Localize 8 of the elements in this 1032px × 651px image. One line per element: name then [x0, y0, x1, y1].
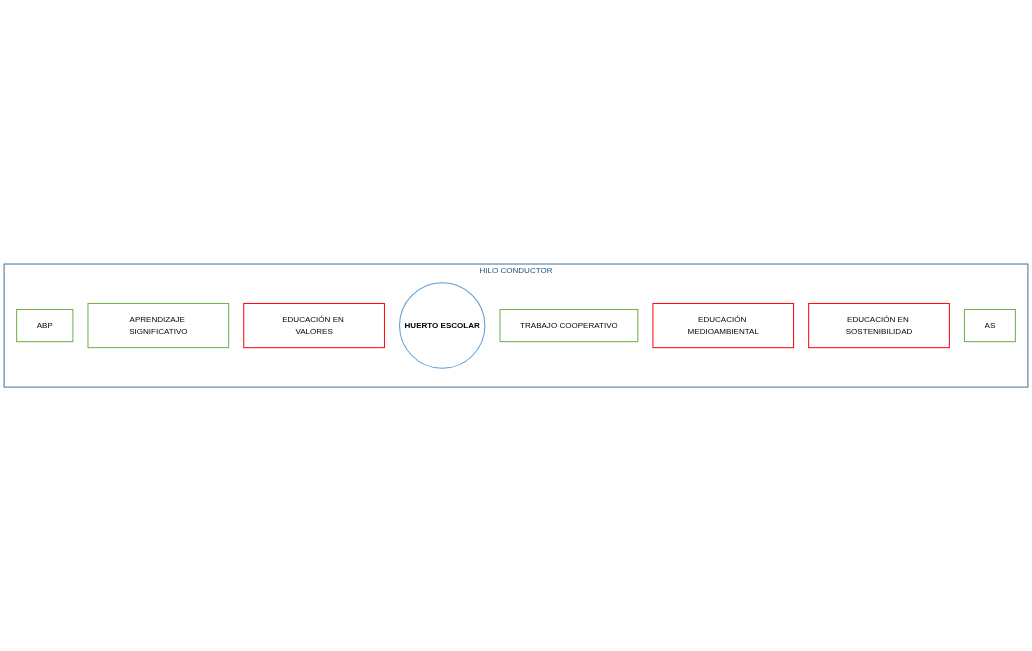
node-box: TRABAJO COOPERATIVO: [499, 308, 639, 343]
node-circle: HUERTO ESCOLAR: [399, 282, 486, 369]
node-box: AS: [963, 308, 1016, 343]
node-box: ABP: [16, 308, 74, 343]
node-box: EDUCACIÓN MEDIOAMBIENTAL: [652, 302, 795, 349]
node-box: EDUCACIÓN EN VALORES: [243, 302, 385, 349]
node-box: APRENDIZAJE SIGNIFICATIVO: [87, 302, 230, 349]
node-box: EDUCACIÓN EN SOSTENIBILIDAD: [808, 302, 950, 349]
